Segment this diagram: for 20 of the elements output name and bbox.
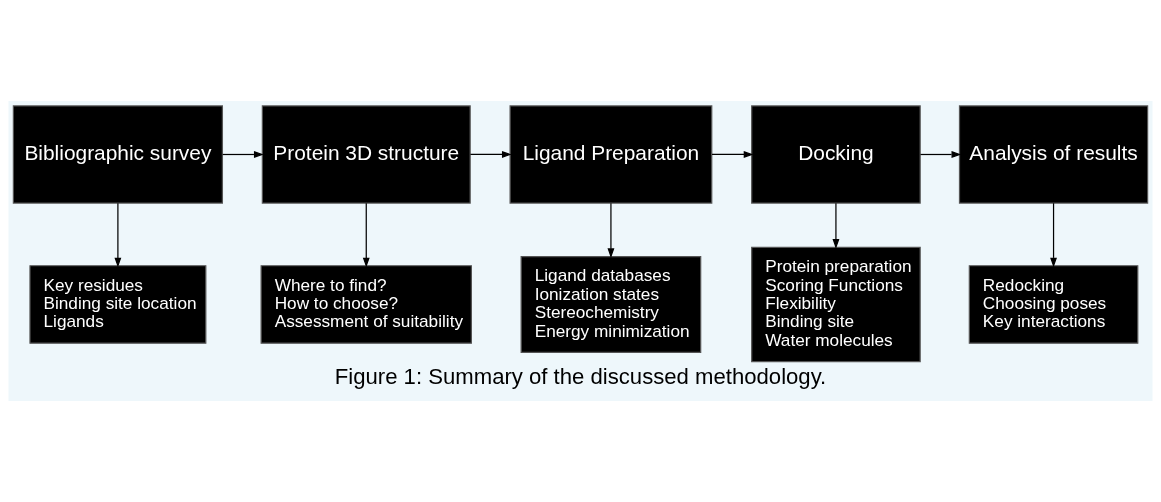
node-box: Protein 3D structure bbox=[261, 105, 471, 204]
arrow bbox=[222, 151, 264, 158]
arrow bbox=[711, 151, 754, 158]
arrow bbox=[362, 202, 370, 268]
node-box: Ligand databases Ionization states Stereochemistry Energy minimization bbox=[520, 255, 702, 354]
node-box: Redocking Choosing poses Key interactions bbox=[968, 265, 1139, 344]
arrow bbox=[607, 202, 615, 259]
caption: Figure 1: Summary of the discussed methodology. bbox=[334, 364, 827, 390]
node-box: Analysis of results bbox=[958, 105, 1149, 204]
arrow bbox=[1050, 202, 1057, 268]
node-box: Bibliographic survey bbox=[12, 105, 224, 204]
arrow bbox=[832, 202, 840, 249]
arrow bbox=[469, 151, 512, 158]
node-box: Protein preparation Scoring Functions Flexibility Binding site Water molecules bbox=[751, 246, 921, 363]
node-box: Docking bbox=[751, 105, 921, 204]
node-box: Key residues Binding site location Ligands bbox=[29, 265, 207, 344]
node-box: Ligand Preparation bbox=[509, 105, 713, 204]
node-box: Where to find? How to choose? Assessment of suitability bbox=[260, 265, 472, 344]
arrow bbox=[919, 151, 962, 158]
arrow bbox=[114, 202, 122, 268]
